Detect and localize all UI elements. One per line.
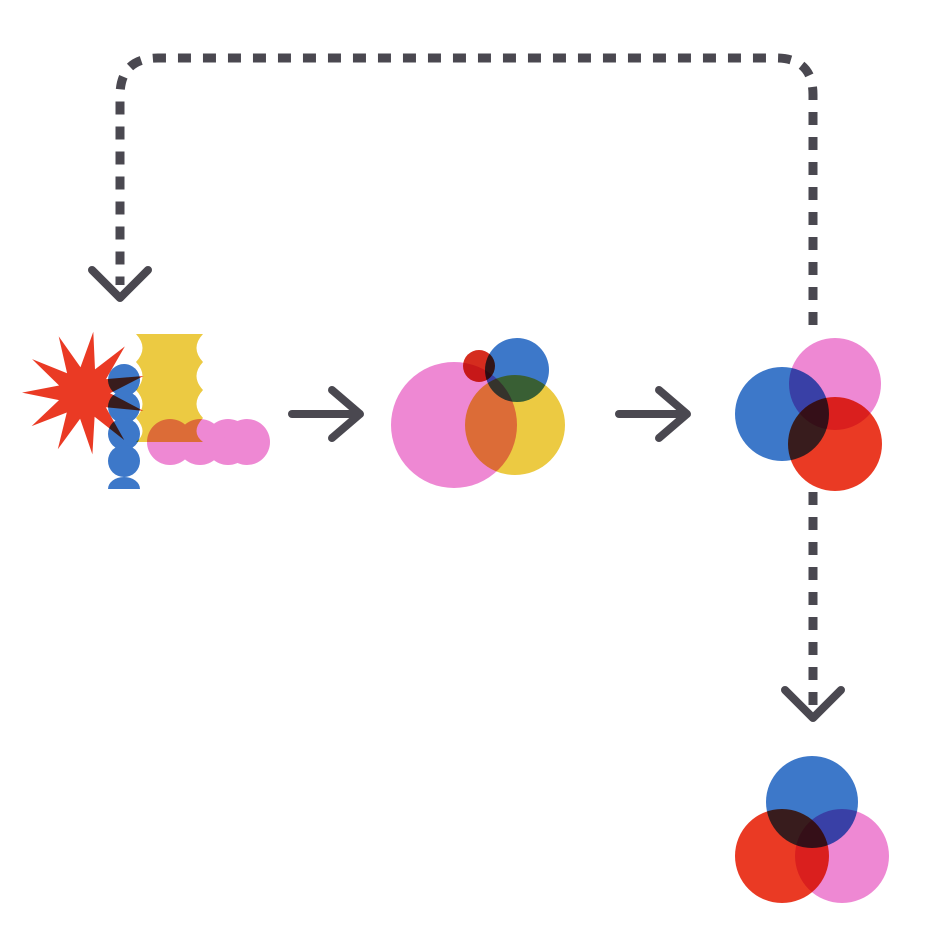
right-arrow-icon [288, 386, 364, 442]
final-circles-group [735, 756, 889, 903]
down-arrowhead-icon [781, 686, 845, 722]
starting-shapes-cluster [22, 331, 270, 489]
three-circles-group [735, 338, 882, 491]
loop-arrowhead-icon [88, 266, 152, 302]
merged-circles-group [391, 338, 565, 488]
dashed-loop-connector [115, 53, 818, 325]
red-starburst [22, 331, 144, 455]
right-arrow-icon [615, 386, 691, 442]
yellow-scalloped-bar [136, 334, 203, 442]
pink-bead-row [147, 419, 270, 465]
